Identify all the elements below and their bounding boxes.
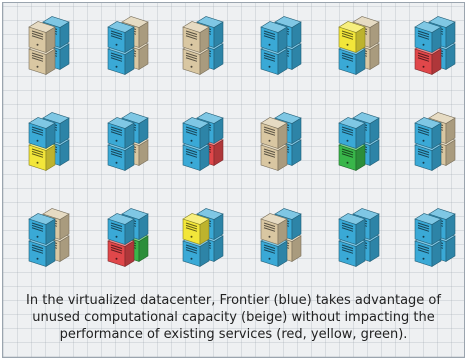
rack-r3c4-server-1 [260, 213, 288, 246]
rack-r1c3-server-1 [182, 21, 210, 54]
rack-r2c2 [107, 112, 149, 172]
rack-r2c3 [182, 112, 224, 172]
caption-line-2: unused computational capacity (beige) wi… [32, 310, 435, 325]
rack-r1c1 [28, 16, 70, 76]
rack-r2c1-server-1 [28, 117, 56, 150]
caption-line-3: performance of existing services (red, y… [59, 327, 408, 342]
rack-r3c2 [107, 208, 149, 268]
rack-r1c3 [182, 16, 224, 76]
caption: In the virtualized datacenter, Frontier … [9, 292, 458, 343]
rack-r1c2 [107, 16, 149, 76]
rack-r1c6 [414, 16, 456, 76]
rack-r3c6 [414, 208, 456, 268]
rack-r3c5 [338, 208, 380, 268]
rack-r1c6-server-1 [414, 21, 442, 54]
rack-r1c4-server-3 [260, 43, 288, 76]
rack-r2c1 [28, 112, 70, 172]
rack-r3c3-server-1 [182, 213, 210, 246]
rack-r2c4-server-1 [260, 117, 288, 150]
rack-r2c4 [260, 112, 302, 172]
grid-background [3, 3, 464, 357]
rack-r1c1-server-3 [28, 43, 56, 76]
rack-r1c5 [338, 16, 380, 76]
rack-r2c6-server-1 [414, 117, 442, 150]
rack-r1c4-server-1 [260, 21, 288, 54]
rack-r3c6-server-1 [414, 213, 442, 246]
rack-r2c3-server-1 [182, 117, 210, 150]
rack-r2c5 [338, 112, 380, 172]
rack-grid [28, 16, 456, 268]
rack-r2c6 [414, 112, 456, 172]
rack-r1c4 [260, 16, 302, 76]
rack-r2c2-server-1 [107, 117, 135, 150]
rack-r2c5-server-1 [338, 117, 366, 150]
rack-r3c5-server-1 [338, 213, 366, 246]
rack-r3c2-server-1 [107, 213, 135, 246]
caption-line-1: In the virtualized datacenter, Frontier … [26, 293, 441, 308]
rack-r3c1-server-1 [28, 213, 56, 246]
rack-r3c1 [28, 208, 70, 268]
rack-r1c2-server-1 [107, 21, 135, 54]
rack-r3c3 [182, 208, 224, 268]
rack-r3c4 [260, 208, 302, 268]
rack-r1c5-server-1 [338, 21, 366, 54]
rack-r2c3-server-3 [182, 139, 210, 172]
rack-r1c1-server-1 [28, 21, 56, 54]
diagram-frame: In the virtualized datacenter, Frontier … [2, 2, 465, 358]
